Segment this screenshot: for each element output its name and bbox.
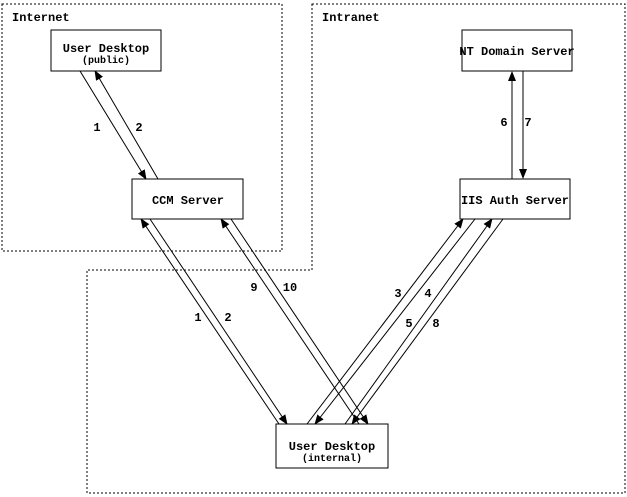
node-user-desktop-public [50, 29, 162, 72]
flow-label-1-internal: 1 [194, 311, 201, 325]
ccm-server-label: CCM Server [152, 194, 224, 208]
user-desktop-public-sublabel: (public) [82, 55, 130, 67]
arrow-ccm-to-internal-desktop [149, 218, 288, 425]
arrow-public-desktop-to-ccm [79, 70, 147, 180]
flow-label-6: 6 [500, 116, 507, 130]
node-user-desktop-internal [275, 423, 389, 469]
node-iis-auth-server [459, 178, 571, 220]
flow-label-5: 5 [405, 317, 412, 331]
flow-label-8: 8 [432, 317, 439, 331]
user-desktop-internal-sublabel: (internal) [302, 453, 362, 465]
arrow-internal-desktop-to-iis-response [344, 218, 493, 425]
flow-label-2-public: 2 [135, 121, 142, 135]
flow-label-2-internal: 2 [224, 311, 231, 325]
flow-label-4: 4 [424, 287, 431, 301]
flow-label-7: 7 [524, 116, 531, 130]
arrow-internal-desktop-to-ccm-authed [220, 218, 360, 425]
intranet-zone-label: Intranet [322, 11, 380, 25]
arrow-internal-desktop-to-iis-request [306, 218, 464, 425]
nt-domain-server-label: NT Domain Server [459, 45, 574, 59]
user-desktop-internal-label: User Desktop [289, 440, 375, 454]
arrow-iis-to-internal-desktop-token [351, 218, 504, 425]
internet-zone-border [1, 3, 283, 252]
flow-label-1-public: 1 [93, 121, 100, 135]
intranet-zone-border [86, 3, 626, 494]
node-nt-domain-server [461, 29, 573, 72]
iis-auth-server-label: IIS Auth Server [461, 194, 569, 208]
internet-zone-label: Internet [12, 11, 70, 25]
flow-label-10: 10 [283, 281, 297, 295]
arrow-iis-to-internal-desktop-challenge [314, 218, 476, 425]
arrow-ccm-to-internal-desktop-content [230, 218, 369, 425]
flow-label-3: 3 [394, 287, 401, 301]
flow-label-9: 9 [250, 281, 257, 295]
arrow-ccm-to-public-desktop [94, 70, 159, 180]
user-desktop-public-label: User Desktop [63, 42, 149, 56]
arrow-internal-desktop-to-ccm [140, 218, 280, 425]
node-ccm-server [131, 178, 244, 220]
